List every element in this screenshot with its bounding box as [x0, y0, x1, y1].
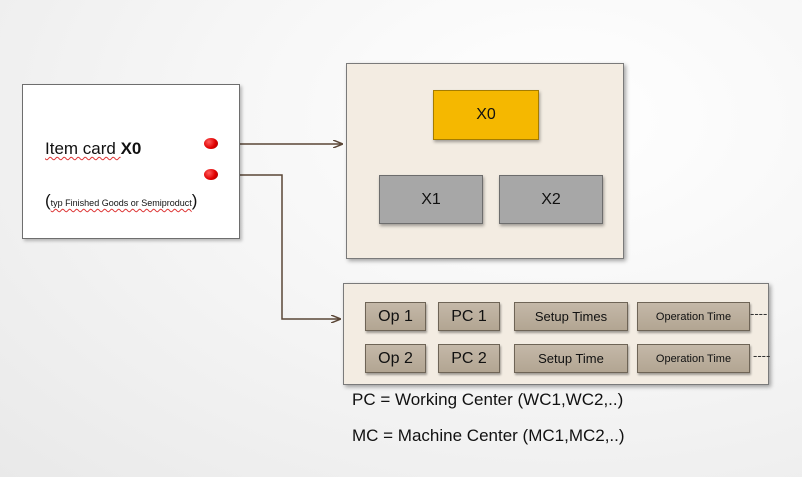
item-card: Item card X0 (typ Finished Goods or Semi…	[22, 84, 240, 239]
item-card-code: X0	[120, 139, 142, 158]
setup-time-chip: Setup Time	[514, 344, 628, 373]
item-card-type-text: typ Finished Goods or Semiproduct	[50, 198, 192, 208]
op-1-chip: Op 1	[365, 302, 426, 331]
setup-times-chip: Setup Times	[514, 302, 628, 331]
subtitle-close-paren: )	[191, 191, 198, 210]
arrow-to-routing	[218, 174, 340, 319]
op-2-chip: Op 2	[365, 344, 426, 373]
row-1-continuation: ----	[750, 306, 768, 321]
operation-time-chip-1: Operation Time	[637, 302, 750, 331]
bom-panel	[346, 63, 624, 259]
item-card-type: (typ Finished Goods or Semiproduct)	[45, 191, 197, 211]
pc-2-chip: PC 2	[438, 344, 500, 373]
subtitle-open-paren: (	[45, 191, 51, 210]
bom-link-dot	[204, 138, 218, 149]
row-2-continuation: ----	[753, 348, 771, 363]
item-card-title: Item card X0	[45, 139, 141, 159]
routing-link-dot	[204, 169, 218, 180]
bom-child-node-x1: X1	[379, 175, 483, 224]
legend-mc: MC = Machine Center (MC1,MC2,..)	[352, 426, 625, 445]
operation-time-chip-2: Operation Time	[637, 344, 750, 373]
pc-1-chip: PC 1	[438, 302, 500, 331]
item-card-title-prefix: Item card	[45, 139, 121, 158]
bom-root-node: X0	[433, 90, 539, 140]
bom-child-node-x2: X2	[499, 175, 603, 224]
legend-pc: PC = Working Center (WC1,WC2,..)	[352, 390, 624, 409]
